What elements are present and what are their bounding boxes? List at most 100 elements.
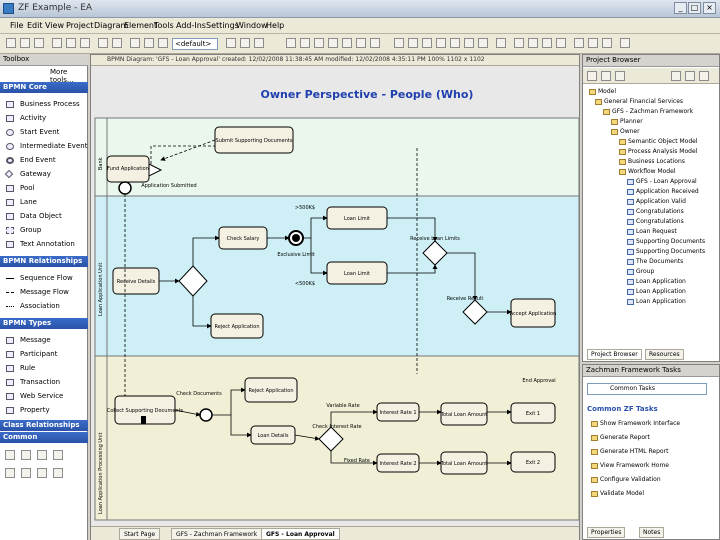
tree-row[interactable]: Congratulations — [627, 207, 684, 216]
menu-tools[interactable]: Tools — [154, 21, 174, 30]
tree-row[interactable]: Application Valid — [627, 197, 686, 206]
task-link[interactable]: Generate HTML Report — [591, 447, 668, 456]
find-icon[interactable] — [130, 38, 140, 48]
save-icon[interactable] — [34, 38, 44, 48]
tool-rule[interactable]: Rule — [0, 363, 88, 374]
grid-icon[interactable] — [408, 38, 418, 48]
tool-lane[interactable]: Lane — [0, 197, 88, 208]
link-icon[interactable] — [478, 38, 488, 48]
tool-start-event[interactable]: Start Event — [0, 127, 88, 138]
redo-icon[interactable] — [112, 38, 122, 48]
lane-bank[interactable] — [94, 117, 579, 197]
zoom-out-icon[interactable] — [528, 38, 538, 48]
tool-group[interactable]: Group — [0, 225, 88, 236]
section-bpmn-types[interactable]: BPMN Types — [0, 318, 88, 329]
tab-loan-approval[interactable]: GFS - Loan Approval — [261, 528, 340, 540]
task-link[interactable]: Show Framework Interface — [591, 419, 680, 428]
tree-row[interactable]: Model — [589, 87, 616, 96]
tab-notes[interactable]: Notes — [639, 527, 665, 538]
tree-row[interactable]: Application Received — [627, 187, 699, 196]
diagram-canvas[interactable]: Owner Perspective - People (Who) Bank Lo… — [91, 66, 579, 526]
note-icon[interactable] — [5, 450, 15, 460]
tab-project-browser[interactable]: Project Browser — [587, 349, 642, 360]
tree-row[interactable]: GFS - Zachman Framework — [603, 107, 693, 116]
gateway-receive-result[interactable] — [462, 299, 488, 325]
menu-edit[interactable]: Edit — [27, 21, 43, 30]
tool-business-process[interactable]: Business Process — [0, 99, 88, 110]
more-tools-icon[interactable] — [620, 38, 630, 48]
section-bpmn-relationships[interactable]: BPMN Relationships — [0, 256, 88, 267]
tree-row[interactable]: Supporting Documents — [627, 237, 705, 246]
menu-element[interactable]: Element — [124, 21, 158, 30]
section-common[interactable]: Common — [0, 432, 88, 443]
hyperlink-icon[interactable] — [53, 450, 63, 460]
fill-color-icon[interactable] — [328, 38, 338, 48]
tool-pool[interactable]: Pool — [0, 183, 88, 194]
task-link[interactable]: Generate Report — [591, 433, 650, 442]
event-check-documents[interactable] — [199, 408, 213, 422]
task-link[interactable]: Configure Validation — [591, 475, 661, 484]
text-icon[interactable] — [21, 450, 31, 460]
tree-row[interactable]: Business Locations — [619, 157, 685, 166]
tool-data-object[interactable]: Data Object — [0, 211, 88, 222]
lock-icon[interactable] — [464, 38, 474, 48]
issue-icon[interactable] — [21, 468, 31, 478]
close-button[interactable]: × — [703, 2, 716, 14]
tab-zachman-framework[interactable]: GFS - Zachman Framework — [171, 528, 263, 540]
browser-up-icon[interactable] — [671, 71, 681, 81]
align-center-icon[interactable] — [300, 38, 310, 48]
tree-row[interactable]: Loan Request — [627, 227, 677, 236]
help-icon[interactable] — [158, 38, 168, 48]
tool-association[interactable]: Association — [0, 301, 88, 312]
menu-addins[interactable]: Add-Ins — [176, 21, 206, 30]
italic-icon[interactable] — [240, 38, 250, 48]
tool-participant[interactable]: Participant — [0, 349, 88, 360]
browser-new-icon[interactable] — [587, 71, 597, 81]
tool-gateway[interactable]: Gateway — [0, 169, 88, 180]
tree-row[interactable]: Supporting Documents — [627, 247, 705, 256]
trace-icon[interactable] — [53, 468, 63, 478]
tool-end-event[interactable]: End Event — [0, 155, 88, 166]
menu-window[interactable]: Window — [236, 21, 268, 30]
section-class-relationships[interactable]: Class Relationships — [0, 420, 88, 431]
tree-row[interactable]: General Financial Services — [595, 97, 683, 106]
tool-intermediate-event[interactable]: Intermediate Event — [0, 141, 88, 152]
tree-row[interactable]: Semantic Object Model — [619, 137, 698, 146]
tree-row[interactable]: Process Analysis Model — [619, 147, 697, 156]
tree-row[interactable]: Planner — [611, 117, 643, 126]
layout-icon[interactable] — [394, 38, 404, 48]
open-icon[interactable] — [20, 38, 30, 48]
tool-sequence-flow[interactable]: Sequence Flow — [0, 273, 88, 284]
align-right-icon[interactable] — [314, 38, 324, 48]
tree-row[interactable]: Loan Application — [627, 277, 686, 286]
line-color-icon[interactable] — [342, 38, 352, 48]
browser-delete-icon[interactable] — [615, 71, 625, 81]
style-combo[interactable]: <default> — [172, 38, 218, 50]
line-style-icon[interactable] — [370, 38, 380, 48]
browser-down-icon[interactable] — [685, 71, 695, 81]
menu-file[interactable]: File — [10, 21, 24, 30]
browser-refresh-icon[interactable] — [699, 71, 709, 81]
browser-add-icon[interactable] — [601, 71, 611, 81]
menu-help[interactable]: Help — [266, 21, 285, 30]
minimize-button[interactable]: _ — [674, 2, 687, 14]
tree-row[interactable]: Loan Application — [627, 297, 686, 306]
back-icon[interactable] — [496, 38, 506, 48]
maximize-button[interactable]: □ — [688, 2, 701, 14]
font-color-icon[interactable] — [356, 38, 366, 48]
tree-row[interactable]: Workflow Model — [619, 167, 675, 176]
tasks-combo[interactable]: Common Tasks — [587, 383, 707, 395]
task-link[interactable]: View Framework Home — [591, 461, 669, 470]
tree-row[interactable]: Owner — [611, 127, 640, 136]
tree-row[interactable]: Loan Application — [627, 287, 686, 296]
copy-icon[interactable] — [66, 38, 76, 48]
tab-properties[interactable]: Properties — [587, 527, 626, 538]
menu-project[interactable]: Project — [66, 21, 94, 30]
snap-icon[interactable] — [422, 38, 432, 48]
cut-icon[interactable] — [52, 38, 62, 48]
tool-property[interactable]: Property — [0, 405, 88, 416]
boundary-icon[interactable] — [37, 450, 47, 460]
align-left-icon[interactable] — [286, 38, 296, 48]
menu-diagram[interactable]: Diagram — [94, 21, 129, 30]
tool-transaction[interactable]: Transaction — [0, 377, 88, 388]
